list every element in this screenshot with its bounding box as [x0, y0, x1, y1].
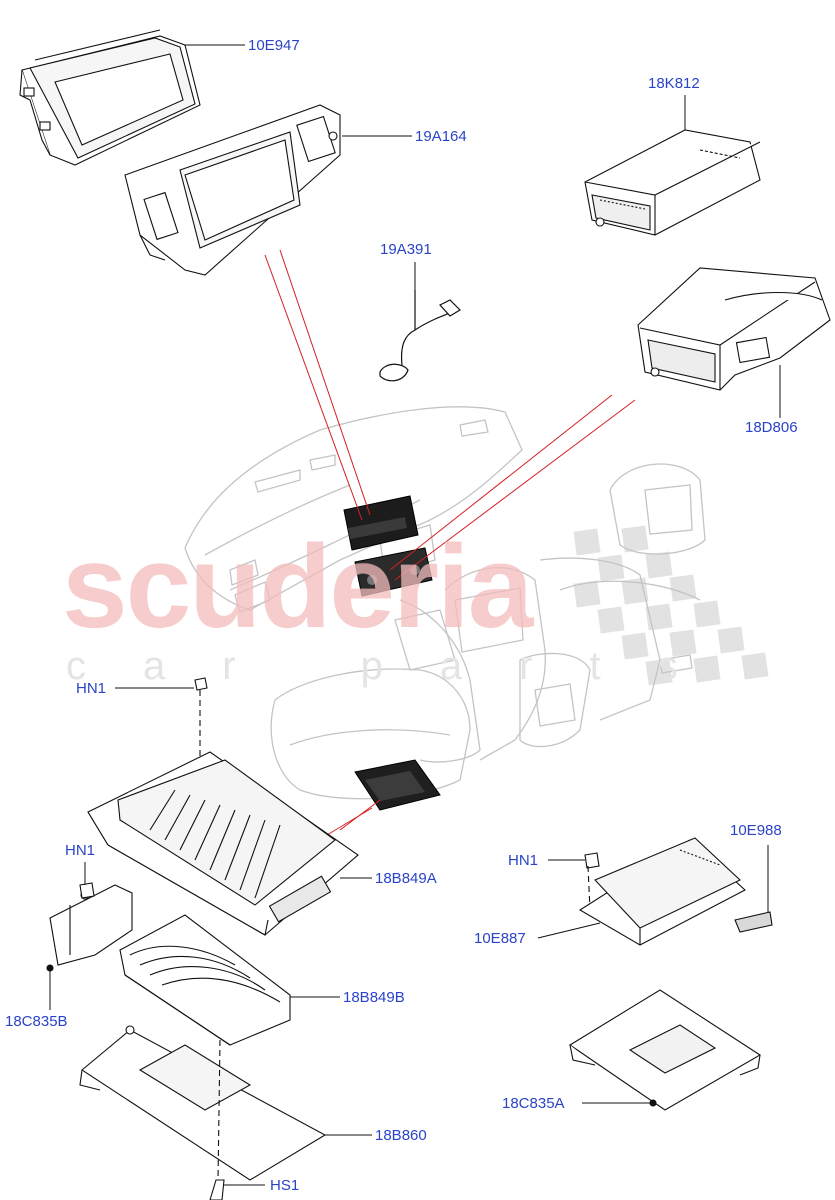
- label-18B860: 18B860: [375, 1127, 427, 1144]
- leader-lines: [49, 44, 781, 1186]
- label-18B849B: 18B849B: [343, 989, 405, 1006]
- part-19A391: [379, 290, 461, 382]
- label-10E947: 10E947: [248, 37, 300, 54]
- part-19A164: [124, 104, 341, 276]
- label-18K812: 18K812: [648, 75, 700, 92]
- part-10E988: [578, 837, 773, 946]
- label-HS1: HS1: [270, 1177, 300, 1194]
- label-HN1-top: HN1: [76, 680, 107, 697]
- console-highlight: [343, 495, 441, 811]
- label-HN1-right: HN1: [508, 852, 539, 869]
- label-HN1-left: HN1: [65, 842, 96, 859]
- label-18B849A: 18B849A: [375, 870, 437, 887]
- part-18B860: [79, 1025, 327, 1181]
- watermark-subtext: car parts: [66, 644, 735, 688]
- part-fasteners: [79, 677, 600, 1200]
- label-10E988: 10E988: [730, 822, 782, 839]
- label-18C835A: 18C835A: [502, 1095, 565, 1112]
- watermark-flag: [573, 525, 769, 686]
- watermark-text: scuderia: [62, 521, 533, 653]
- label-19A391: 19A391: [380, 241, 432, 258]
- part-10E947: [19, 29, 201, 166]
- part-18D806: [637, 267, 831, 391]
- part-18B849A: [87, 751, 359, 936]
- label-19A164: 19A164: [415, 128, 467, 145]
- part-18C835A: [568, 989, 762, 1111]
- part-18C835B: [46, 884, 133, 972]
- vehicle-interior-outline: [184, 406, 706, 800]
- label-18D806: 18D806: [745, 419, 798, 436]
- part-18K812: [584, 129, 761, 236]
- callout-lines: [264, 249, 636, 839]
- label-18C835B: 18C835B: [5, 1013, 68, 1030]
- part-18B849B: [119, 914, 291, 1046]
- label-10E887: 10E887: [474, 930, 526, 947]
